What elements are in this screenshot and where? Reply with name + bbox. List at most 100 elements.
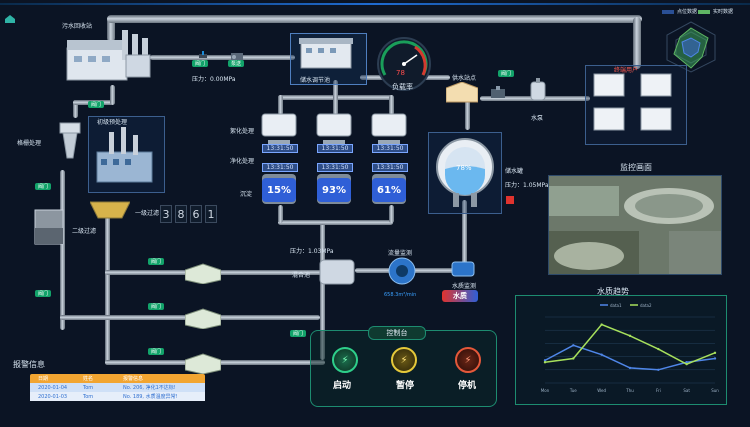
- tank1-time-a: 13:31:50: [262, 144, 298, 153]
- label-supply: 供水站点: [452, 75, 477, 82]
- tank2-time-b: 13:31:50: [317, 163, 353, 172]
- valve-tag-supply[interactable]: 阀门: [498, 70, 515, 77]
- label-pre: 初级预处理: [97, 119, 128, 126]
- pump-tank-icon: [528, 78, 548, 106]
- alarm-date: 2020-01-03: [38, 393, 68, 400]
- valve-tag-2[interactable]: 泵送: [228, 60, 245, 67]
- alarm-date: 2020-01-04: [38, 384, 68, 391]
- alarm-msg: No. 189, 水质温度异常!: [123, 394, 178, 400]
- regulating-panel: [290, 33, 367, 85]
- series-point-data2: [543, 361, 547, 364]
- pipe-tank3-out: [389, 205, 394, 223]
- pause-label[interactable]: 暂停: [396, 381, 415, 391]
- series-point-data2: [685, 362, 688, 366]
- start-button[interactable]: ⚡: [332, 347, 358, 373]
- pressure-3: 压力：1.05MPa: [505, 182, 549, 189]
- pipe-v-collection-top: [107, 17, 115, 42]
- alarm-table-header: 日期 姓名 报警信息: [30, 374, 205, 383]
- series-point-data1: [713, 357, 717, 360]
- valve-tag-1[interactable]: 阀门: [192, 60, 209, 67]
- pipe-tank2-in: [333, 80, 338, 115]
- pre-treatment-panel: [88, 116, 165, 193]
- pressure-1: 压力：0.00MPa: [192, 76, 236, 83]
- start-label[interactable]: 启动: [333, 381, 352, 391]
- pipe-tanks-outlet: [278, 220, 393, 225]
- flow-value: 658.3m³/min: [384, 292, 417, 298]
- series-point-data1: [572, 344, 575, 347]
- tank3-percent: 61%: [372, 178, 406, 202]
- legend-label-data2: data2: [640, 303, 652, 308]
- tank3-time-b: 13:31:50: [372, 163, 408, 172]
- valve-tag-filter2[interactable]: 阀门: [35, 290, 52, 297]
- series-point-data2: [572, 357, 575, 360]
- label-pump: 水泵: [531, 115, 544, 122]
- grille-equipment: [55, 118, 85, 173]
- mixing-tank: [318, 258, 356, 286]
- counter-digit: 1: [205, 205, 217, 223]
- label-quality: 水质监测: [452, 283, 477, 290]
- gauge-label: 负载率: [392, 83, 413, 91]
- lightning-icon: ⚡: [400, 354, 408, 366]
- label-flocc: 絮化处理: [230, 128, 255, 135]
- series-point-data1: [628, 366, 632, 370]
- label-grille: 格栅处理: [17, 140, 42, 147]
- counter-digit: 3: [160, 205, 172, 223]
- label-collection: 污水回收站: [62, 23, 93, 30]
- stop-button[interactable]: ⚡: [455, 347, 481, 373]
- counter-display: 3 8 6 1: [160, 205, 217, 223]
- table-row[interactable]: 2020-01-04 Tom No. 206, 净化1不达标!: [30, 383, 205, 392]
- stop-label[interactable]: 停机: [458, 381, 477, 391]
- alarm-title: 报警信息: [13, 360, 45, 369]
- valve-tag-row4[interactable]: 阀门: [290, 330, 307, 337]
- monitor-title: 监控画面: [620, 163, 652, 172]
- pipe-quality-clean: [462, 200, 467, 270]
- valve-icon-1[interactable]: [198, 46, 208, 58]
- legend-swatch-1: [662, 10, 674, 14]
- flow-meter-icon: [385, 256, 419, 286]
- pause-button[interactable]: ⚡: [391, 347, 417, 373]
- valve-tag-grille[interactable]: 阀门: [35, 183, 52, 190]
- label-regulating: 储水调节池: [300, 77, 331, 84]
- table-row[interactable]: 2020-01-03 Tom No. 189, 水质温度异常!: [30, 392, 205, 401]
- camera-feed[interactable]: [548, 175, 722, 275]
- label-clean: 储水罐: [505, 168, 524, 175]
- x-tick-label: Sun: [711, 388, 719, 393]
- x-tick-label: Wed: [597, 388, 606, 393]
- quality-value: 水质: [442, 290, 478, 302]
- legend-swatch-2: [698, 10, 710, 14]
- x-tick-label: Thu: [625, 388, 634, 393]
- valve-tag-row1[interactable]: 阀门: [148, 258, 165, 265]
- pipe-supply-clean: [465, 100, 470, 130]
- pipe-valve-drop: [110, 85, 115, 105]
- pump-icon-1[interactable]: [230, 46, 244, 60]
- alarm-name: Tom: [83, 384, 94, 391]
- valve-tag-row2[interactable]: 阀门: [148, 303, 165, 310]
- home-icon[interactable]: [4, 9, 16, 23]
- control-title: 控制台: [368, 326, 426, 340]
- alarm-header-name: 姓名: [83, 376, 94, 382]
- gauge-value: 78: [396, 69, 405, 77]
- label-mixing: 混合池: [292, 272, 311, 279]
- lightning-icon: ⚡: [464, 354, 472, 366]
- quality-pump-icon: [450, 258, 476, 278]
- alarm-table: 日期 姓名 报警信息 2020-01-04 Tom No. 206, 净化1不达…: [30, 374, 205, 416]
- valve-tag-row3[interactable]: 阀门: [148, 348, 165, 355]
- treatment-unit-3: [184, 352, 222, 375]
- counter-digit: 8: [175, 205, 187, 223]
- alarm-header-msg: 报警信息: [123, 376, 144, 382]
- valve-tag-pre[interactable]: 阀门: [88, 101, 105, 108]
- counter-digit: 6: [190, 205, 202, 223]
- series-point-data1: [685, 361, 688, 364]
- top-accent-line: [0, 3, 750, 5]
- pipe-tank1-in: [278, 95, 283, 115]
- series-point-data2: [657, 347, 660, 351]
- pipe-tank3-in: [389, 95, 394, 115]
- label-flowmon: 流量监测: [388, 250, 413, 257]
- pump-icon-2[interactable]: [490, 85, 506, 99]
- pressure-2: 压力：1.03MPa: [290, 248, 334, 255]
- series-point-data2: [600, 323, 603, 326]
- alarm-header-date: 日期: [38, 376, 49, 382]
- radar-chart: [662, 20, 720, 74]
- pipe-collection-regulating: [150, 55, 295, 60]
